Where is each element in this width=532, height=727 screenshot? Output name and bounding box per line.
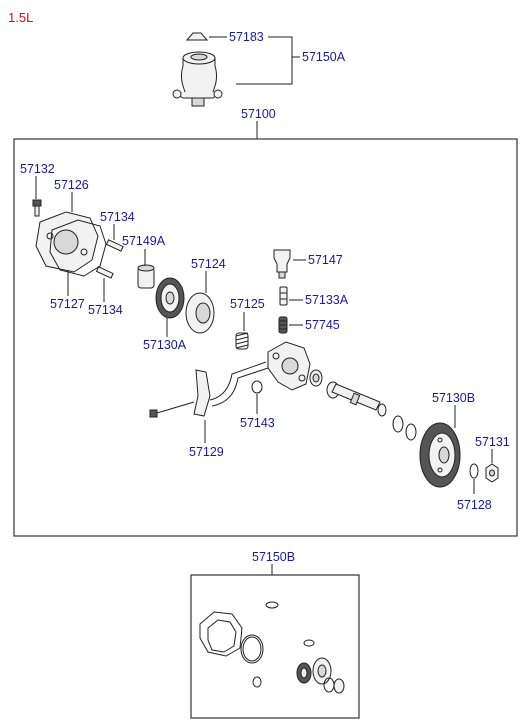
callout-57128[interactable]: 57128 [457, 498, 492, 512]
washer-drawing [469, 463, 479, 479]
callout-57131[interactable]: 57131 [475, 435, 510, 449]
kit-bearing-drawing [296, 662, 312, 684]
gasket-drawing [49, 219, 107, 277]
bracket-bolt-drawing [149, 401, 195, 418]
callout-57149A[interactable]: 57149A [122, 234, 166, 248]
seal-ring-drawing [309, 369, 323, 387]
callout-57130B[interactable]: 57130B [432, 391, 475, 405]
kit-rings-drawing [323, 677, 345, 694]
shaft-seal-drawing [392, 415, 417, 441]
callout-57745[interactable]: 57745 [305, 318, 340, 332]
kit-o-ring-large-drawing [240, 634, 264, 664]
kit-small-ring-drawing [252, 676, 262, 688]
pump-assembly-frame [13, 138, 518, 537]
o-ring-drawing [251, 380, 263, 394]
callout-57129[interactable]: 57129 [189, 445, 224, 459]
valve-spring-drawing [278, 316, 288, 334]
callout-57134-upper[interactable]: 57134 [100, 210, 135, 224]
pin-lower-drawing [95, 266, 114, 279]
nut-drawing [485, 463, 499, 483]
pulley-drawing [419, 422, 461, 488]
side-plate-drawing [185, 292, 215, 334]
callout-57183[interactable]: 57183 [229, 30, 264, 44]
reservoir-cap-drawing [185, 32, 209, 41]
control-valve-drawing [279, 286, 288, 306]
callout-57125[interactable]: 57125 [230, 297, 265, 311]
cam-ring-drawing [137, 264, 155, 289]
kit-gasket-drawing [199, 611, 243, 657]
leader-57150A-bracket [236, 36, 293, 85]
callout-57150A[interactable]: 57150A [302, 50, 346, 64]
callout-57124[interactable]: 57124 [191, 257, 226, 271]
union-fitting-drawing [273, 249, 291, 279]
kit-o-ring-right-drawing [303, 639, 315, 647]
seal-kit-frame [190, 574, 360, 719]
pump-cover-drawing [35, 211, 99, 273]
engine-variant-label: 1.5L [8, 10, 33, 25]
tube-bracket-drawing [193, 361, 269, 417]
bolt-57132-drawing [32, 199, 42, 217]
callout-57147[interactable]: 57147 [308, 253, 343, 267]
pump-body-drawing [267, 341, 311, 391]
drive-shaft-drawing [326, 381, 387, 417]
spring-drawing [235, 332, 249, 350]
rotor-drawing [155, 277, 185, 319]
callout-57134-lower[interactable]: 57134 [88, 303, 123, 317]
callout-57133A[interactable]: 57133A [305, 293, 349, 307]
callout-57100[interactable]: 57100 [241, 107, 276, 121]
callout-57130A[interactable]: 57130A [143, 338, 187, 352]
callout-57143[interactable]: 57143 [240, 416, 275, 430]
kit-o-ring-small-top-drawing [265, 601, 279, 609]
reservoir-drawing [172, 51, 223, 107]
callout-57126[interactable]: 57126 [54, 178, 89, 192]
kit-oil-seal-drawing [312, 657, 332, 685]
pin-upper-drawing [105, 239, 124, 252]
callout-57150B[interactable]: 57150B [252, 550, 295, 564]
callout-57132[interactable]: 57132 [20, 162, 55, 176]
callout-57127[interactable]: 57127 [50, 297, 85, 311]
